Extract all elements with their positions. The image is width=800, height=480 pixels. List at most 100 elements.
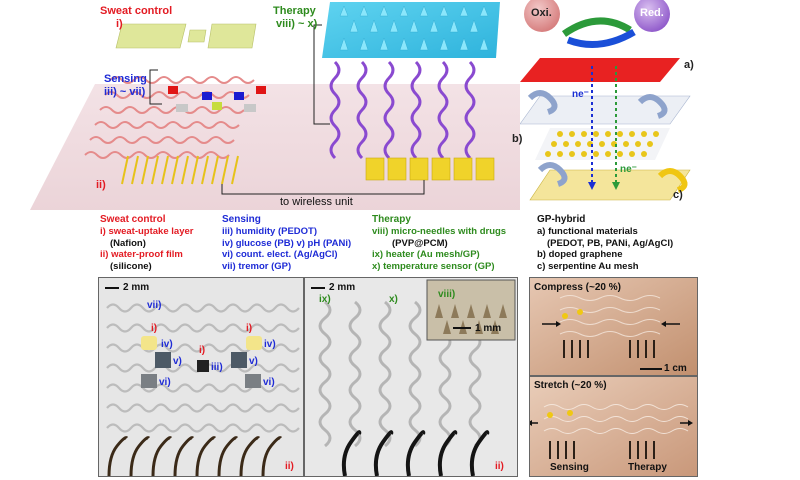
serpentine-shape — [537, 162, 568, 187]
therapy-contacts — [365, 157, 495, 181]
legend-line: vii) tremor (GP) — [222, 260, 292, 272]
serpentine-shape — [637, 94, 668, 119]
label-iii: iii) — [211, 362, 223, 373]
red-sphere — [634, 0, 670, 32]
therapy-scale-label: 2 mm — [329, 282, 356, 293]
legend-line: i) sweat-uptake layer — [100, 226, 194, 237]
stretch-title: Stretch (~20 %) — [534, 380, 607, 391]
therapy-title: Therapy — [273, 5, 316, 17]
photo-therapy-image — [305, 278, 517, 476]
label-ii-therapy: ii) — [495, 461, 504, 472]
inset-scale-label: 1 mm — [475, 323, 502, 334]
legend-line: b) doped graphene — [537, 249, 623, 260]
sensor-pad-blue — [202, 92, 212, 100]
electron-label-1: ne⁻ — [572, 89, 589, 100]
compress-title: Compress (~20 %) — [534, 282, 621, 293]
legend-line: (Nafion) — [110, 237, 146, 249]
sensor-pad-blue-2 — [234, 92, 244, 100]
micro-needles — [339, 5, 489, 51]
label-ii: ii) — [285, 461, 294, 472]
label-iv-right: iv) — [264, 339, 276, 350]
compress-scale: 1 cm — [664, 363, 687, 374]
graphene-layer-top — [520, 95, 691, 125]
sensor-pad-green — [212, 102, 222, 110]
legend-line: (PEDOT, PB, PANi, Ag/AgCl) — [547, 237, 674, 249]
legend-line: x) temperature sensor (GP) — [372, 260, 495, 272]
photo-compress-image — [530, 278, 697, 375]
legend-line: (PVP@PCM) — [392, 237, 448, 249]
legend-line: iii) humidity (PEDOT) — [222, 226, 317, 237]
photo-stretch-image — [530, 377, 697, 476]
label-v-right: v) — [249, 356, 258, 367]
sensing-scale-label: 2 mm — [123, 282, 150, 293]
photo-stretch-panel: Stretch (~20 %) Sensing Therapy — [529, 376, 698, 477]
layer-b-label: b) — [512, 133, 523, 145]
label-viii: viii) — [438, 289, 456, 300]
wireless-bracket — [221, 180, 425, 195]
sweat-uptake-pad-left — [115, 23, 187, 49]
label-i-right: i) — [246, 323, 253, 334]
legend-sensing-title: Sensing — [222, 214, 261, 225]
label-vi-right: vi) — [263, 377, 275, 388]
legend-therapy: Therapy viii) micro-needles with drugs (… — [372, 215, 506, 271]
red-label: Red. — [640, 7, 664, 19]
photo-sensing-image — [99, 278, 303, 476]
label-vi-left: vi) — [159, 377, 171, 388]
sweat-uptake-pad-small — [187, 29, 207, 43]
label-i-mid: i) — [199, 345, 206, 356]
sensor-pad-red — [168, 86, 178, 94]
sensor-pad-gray-2 — [244, 104, 256, 112]
therapy-serpentines — [329, 60, 476, 160]
legend-line: vi) count. elect. (Ag/AgCl) — [222, 249, 338, 260]
layer-c — [529, 169, 691, 201]
photo-sensing-panel: 2 mm vii) i) i) iv) iv) v) v) i) iii) vi… — [98, 277, 304, 477]
layer-a-label: a) — [684, 59, 694, 71]
gp-hybrid-diagram — [520, 0, 691, 201]
legend-line: iv) glucose (PB) — [222, 237, 294, 249]
legend-sensing: Sensing iii) humidity (PEDOT) iv) glucos… — [222, 215, 351, 271]
sensing-numerals: iii) ~ vii) — [104, 86, 146, 98]
reaction-arrow-green — [561, 17, 632, 37]
label-i-left: i) — [151, 323, 158, 334]
legend-line: v) pH (PANi) — [296, 237, 352, 249]
legend-line: viii) micro-needles with drugs — [372, 226, 507, 237]
legend-line: c) serpentine Au mesh — [537, 260, 639, 272]
base-numeral: ii) — [96, 179, 106, 191]
sweat-control-title: Sweat control — [100, 5, 173, 17]
legend-line: (silicone) — [110, 260, 152, 272]
device-schematic — [30, 2, 520, 210]
electron-label-2: ne⁻ — [620, 164, 637, 175]
legend-line: a) functional materials — [537, 226, 638, 237]
legend-line: ix) heater (Au mesh/GP) — [372, 249, 480, 260]
legend-therapy-title: Therapy — [372, 214, 411, 225]
therapy-numerals: viii) ~ x) — [276, 18, 318, 30]
label-ix: ix) — [319, 294, 331, 305]
sensing-contacts — [121, 155, 239, 185]
label-vii: vii) — [147, 300, 162, 311]
oxi-sphere — [524, 0, 560, 32]
reaction-arrow-blue — [566, 28, 636, 48]
sensing-bracket — [149, 69, 162, 105]
label-iv-left: iv) — [161, 339, 173, 350]
label-x: x) — [389, 294, 398, 305]
photo-therapy-panel: 2 mm ix) x) viii) 1 mm ii) — [304, 277, 518, 477]
label-v-left: v) — [173, 356, 182, 367]
legend-gp-title: GP-hybrid — [537, 214, 586, 225]
sensor-pad-gray — [176, 104, 188, 112]
therapy-bracket — [313, 24, 330, 125]
sensor-pad-red-2 — [256, 86, 266, 94]
gold-dots — [545, 131, 659, 157]
legend-gp-hybrid: GP-hybrid a) functional materials (PEDOT… — [537, 215, 673, 271]
layer-c-label: c) — [673, 189, 683, 201]
photo-compress-panel: Compress (~20 %) 1 cm — [529, 277, 698, 376]
sweat-control-numeral: i) — [116, 18, 123, 30]
stretch-right-label: Therapy — [628, 462, 667, 473]
layer-a — [520, 58, 680, 82]
sweat-uptake-pad-right — [207, 23, 257, 49]
legend-line: ii) water-proof film — [100, 249, 183, 260]
oxi-label: Oxi. — [531, 7, 552, 19]
legend-sweat: Sweat control i) sweat-uptake layer (Naf… — [100, 215, 193, 271]
serpentine-shape-gold — [657, 168, 688, 193]
sensing-title: Sensing — [104, 73, 147, 85]
